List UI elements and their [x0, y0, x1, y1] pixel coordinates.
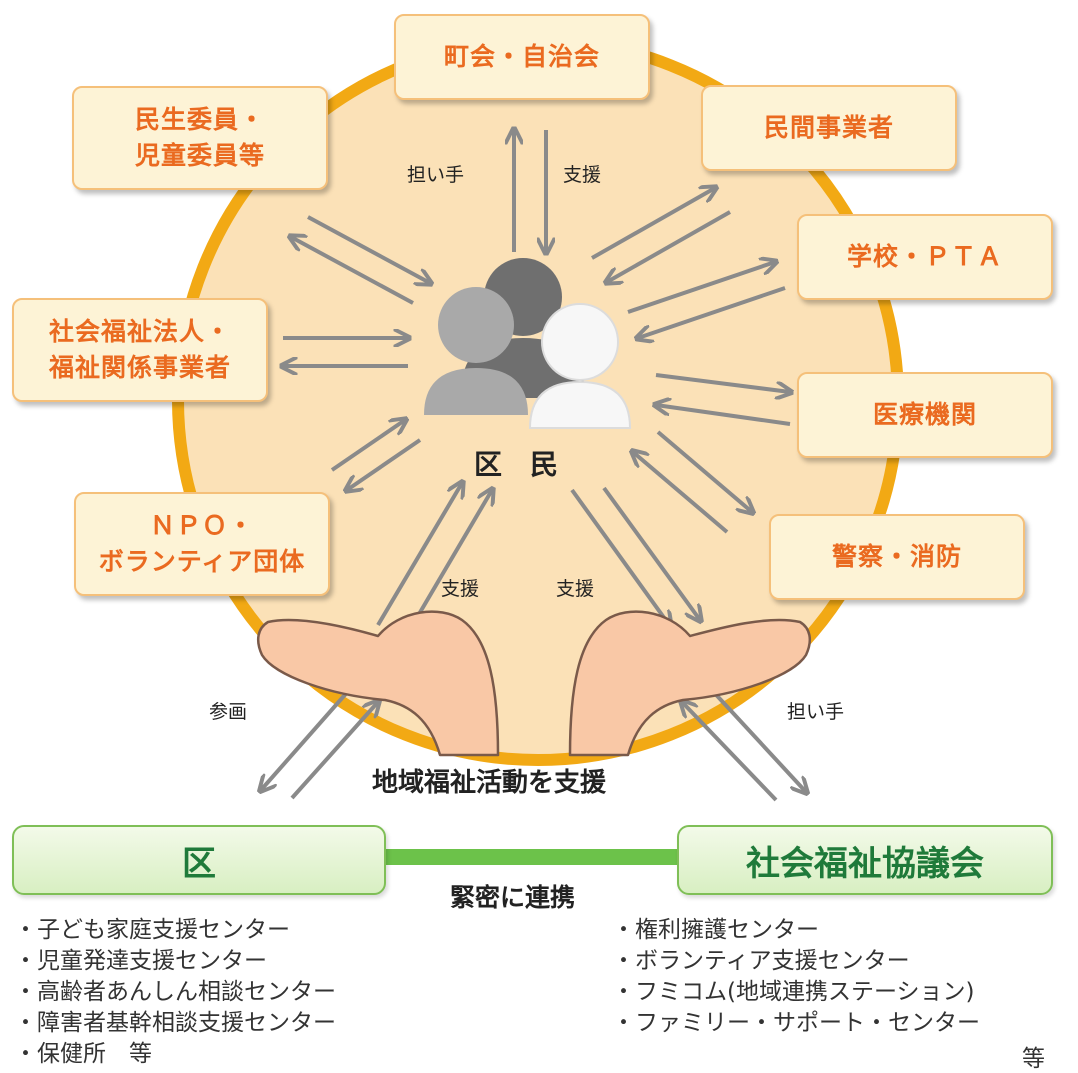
- supporting-hands: [256, 610, 812, 757]
- org-box-welfare-commissioners: 民生委員・児童委員等: [72, 86, 328, 190]
- arrow-label-support-right: 支援: [556, 578, 595, 600]
- arrow-npo-out: [347, 438, 422, 490]
- arrow-school-in: [638, 286, 786, 338]
- org-npo-line-1: ＮＰＯ・: [149, 510, 254, 540]
- org-swc-line-1: 社会福祉法人・: [48, 316, 231, 346]
- arrow-business-out: [591, 188, 715, 260]
- arrow-bearer-out: [706, 684, 806, 792]
- arrow-label-support-top: 支援: [563, 164, 602, 186]
- list-item: 障害者基幹相談支援センター: [14, 1008, 336, 1039]
- arrow-residents-up-right: [570, 488, 670, 626]
- list-item: フミコム(地域連携ステーション): [612, 977, 980, 1008]
- arrow-school-out: [627, 262, 775, 314]
- arrow-business-in: [607, 210, 731, 282]
- org-box-medical: 医療機関: [797, 372, 1053, 458]
- list-item: 児童発達支援センター: [14, 946, 336, 977]
- list-item: 権利擁護センター: [612, 915, 980, 946]
- list-item: ファミリー・サポート・センター: [612, 1008, 980, 1039]
- org-box-npo-volunteer: ＮＰＯ・ボランティア団体: [74, 492, 330, 596]
- org-box-school-pta: 学校・ＰＴＡ: [797, 214, 1053, 300]
- arrow-bearer-in: [682, 702, 778, 802]
- org-wc-line-1: 民生委員・: [134, 104, 265, 134]
- arrow-police-in: [633, 452, 729, 534]
- arrow-label-support-left: 支援: [441, 578, 480, 600]
- arrow-npo-in: [330, 420, 405, 472]
- arrow-support-left: [376, 483, 462, 627]
- org-npo-line-2: ボランティア団体: [98, 547, 306, 576]
- list-item: 高齢者あんしん相談センター: [14, 977, 336, 1008]
- arrow-label-bearer-bottom: 担い手: [787, 701, 845, 723]
- org-box-social-welfare-corp: 社会福祉法人・福祉関係事業者: [12, 298, 268, 402]
- council-box: 社会福祉協議会: [677, 825, 1053, 895]
- residents-icon: [424, 258, 632, 429]
- arrow-medical-in: [656, 405, 791, 426]
- arrow-participation-out: [261, 678, 360, 790]
- right-hand: [568, 610, 812, 757]
- link-bar: [385, 849, 677, 865]
- org-box-police-fire: 警察・消防: [769, 514, 1025, 600]
- arrow-participation-in: [290, 702, 378, 800]
- council-list-tail: 等: [1022, 1046, 1045, 1072]
- arrow-support-right: [602, 486, 700, 620]
- ward-service-list: 子ども家庭支援センター 児童発達支援センター 高齢者あんしん相談センター 障害者…: [14, 915, 336, 1070]
- list-item: 子ども家庭支援センター: [14, 915, 336, 946]
- link-label: 緊密に連携: [450, 883, 576, 912]
- council-service-list: 権利擁護センター ボランティア支援センター フミコム(地域連携ステーション) フ…: [612, 915, 980, 1039]
- org-box-town-association: 町会・自治会: [394, 14, 650, 100]
- ward-box: 区: [12, 825, 386, 895]
- left-hand: [256, 610, 500, 757]
- org-swc-line-2: 福祉関係事業者: [48, 353, 231, 382]
- arrow-welfare-commissioners-in: [307, 215, 430, 283]
- arrow-label-participation: 参画: [209, 701, 248, 723]
- arrow-label-bearer-top: 担い手: [407, 164, 465, 186]
- org-wc-line-2: 児童委員等: [134, 141, 265, 170]
- relation-arrows: [261, 130, 806, 802]
- arrow-residents-up-left: [410, 490, 492, 628]
- arrow-welfare-commissioners-out: [291, 237, 414, 305]
- arrow-police-out: [656, 430, 752, 512]
- org-box-private-business: 民間事業者: [701, 85, 957, 171]
- arrow-medical-out: [655, 373, 790, 392]
- list-item: ボランティア支援センター: [612, 946, 980, 977]
- list-item: 保健所 等: [14, 1039, 336, 1070]
- center-label-residents: 区 民: [474, 448, 559, 481]
- support-caption: 地域福祉活動を支援: [372, 768, 607, 798]
